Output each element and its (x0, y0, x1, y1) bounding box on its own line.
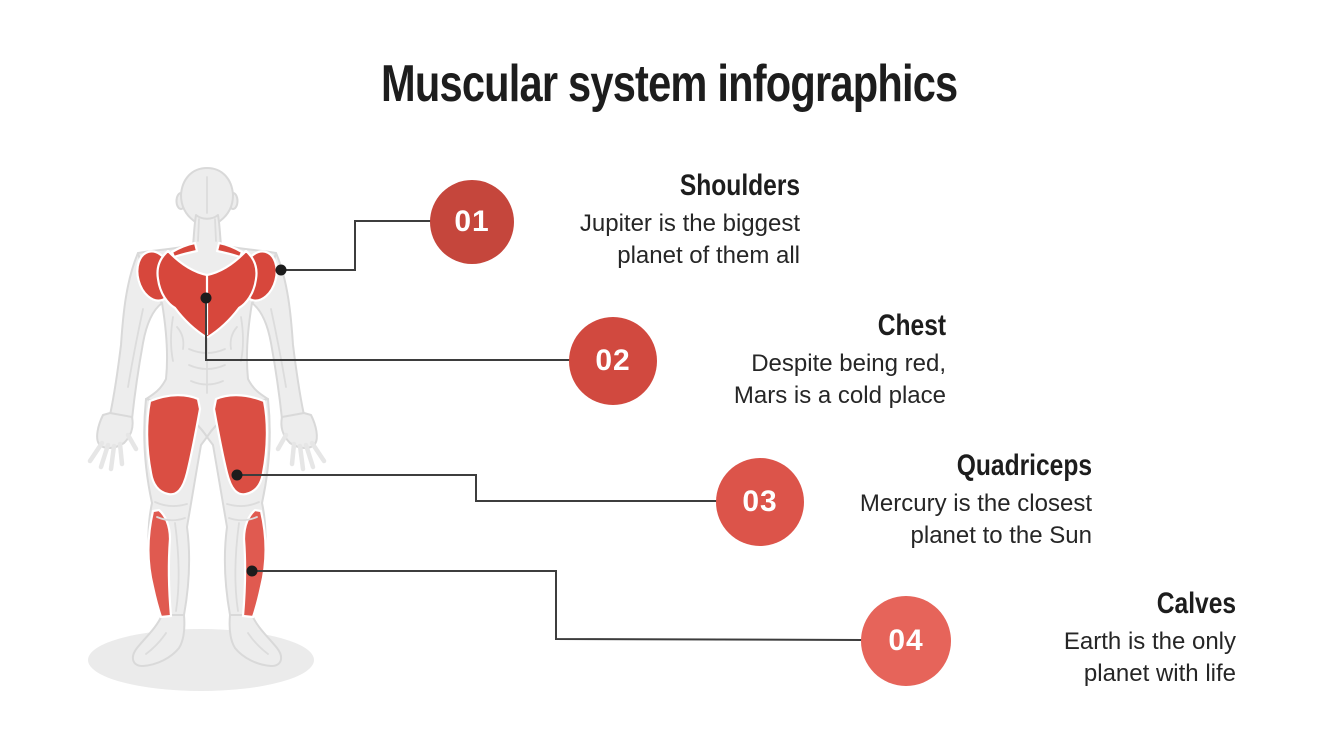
connector-dot-4 (246, 565, 258, 577)
item-description: Earth is the only planet with life (1064, 626, 1236, 690)
item-label: Quadriceps (956, 449, 1092, 482)
item-description: Despite being red, Mars is a cold place (734, 348, 946, 412)
description-line: planet with life (1083, 660, 1236, 687)
muscle-highlights (136, 241, 278, 619)
description-line: Mercury is the closest (859, 490, 1092, 517)
item-calves: Calves Earth is the only planet with lif… (1064, 586, 1236, 690)
step-badge-03: 03 (716, 458, 804, 546)
description-line: Mars is a cold place (733, 382, 946, 409)
step-number: 01 (454, 205, 490, 238)
connector-line-3 (237, 474, 717, 502)
left-calf-muscle (147, 508, 173, 619)
left-hand (96, 412, 134, 449)
left-quadriceps-muscle (146, 394, 202, 496)
connector-line-2 (205, 298, 570, 361)
description-line: Despite being red, (751, 350, 946, 377)
item-chest: Chest Despite being red, Mars is a cold … (734, 308, 946, 412)
step-number: 03 (742, 485, 778, 518)
connector-line-1 (281, 220, 431, 271)
item-label: Chest (877, 309, 946, 342)
connector-dot-3 (231, 469, 243, 481)
page-title-text: Muscular system infographics (380, 55, 958, 113)
item-label: Calves (1156, 587, 1236, 620)
step-number: 04 (888, 624, 924, 657)
step-badge-04: 04 (861, 596, 951, 686)
step-number: 02 (595, 344, 631, 377)
item-description: Mercury is the closest planet to the Sun (860, 488, 1092, 552)
anatomy-detail-lines (127, 176, 287, 655)
item-label: Shoulders (679, 169, 800, 202)
item-quadriceps: Quadriceps Mercury is the closest planet… (860, 448, 1092, 552)
left-trapezius-muscle (170, 241, 199, 259)
connector-line-4 (252, 570, 863, 641)
connector-dot-1 (275, 264, 287, 276)
right-trapezius-muscle (215, 241, 244, 259)
right-quadriceps-muscle (212, 394, 268, 496)
description-line: planet to the Sun (910, 522, 1092, 549)
step-badge-01: 01 (430, 180, 514, 264)
item-description: Jupiter is the biggest planet of them al… (580, 208, 800, 272)
description-line: planet of them all (617, 242, 800, 269)
hand-fingers (87, 432, 327, 472)
step-badge-02: 02 (569, 317, 657, 405)
connector-dot-2 (200, 292, 212, 304)
description-line: Jupiter is the biggest (579, 210, 800, 237)
right-calf-muscle (241, 508, 267, 619)
description-line: Earth is the only (1063, 628, 1236, 655)
page-title: Muscular system infographics (0, 54, 1338, 114)
right-hand (280, 412, 318, 449)
item-shoulders: Shoulders Jupiter is the biggest planet … (580, 168, 800, 272)
